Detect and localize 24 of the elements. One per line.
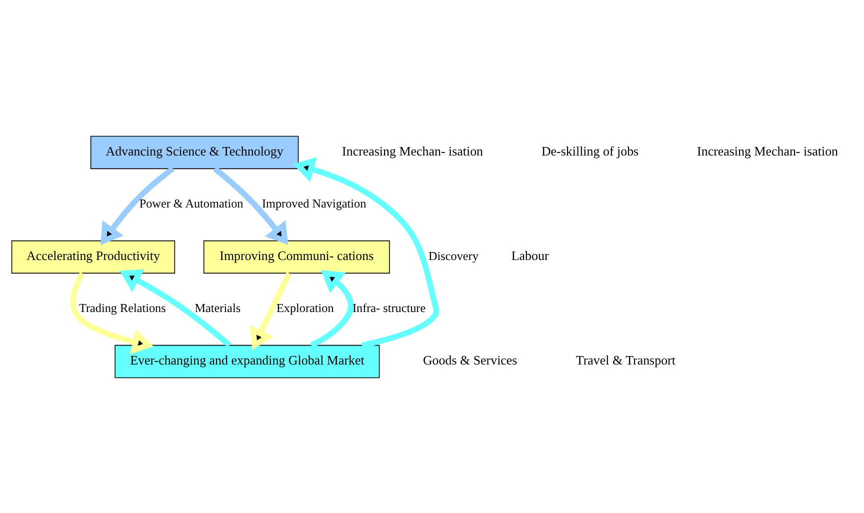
label: De-skilling of jobs <box>541 143 639 158</box>
label: Goods & Services <box>422 352 518 368</box>
arrow <box>70 272 154 354</box>
edge-label: Trading Relations <box>78 300 166 315</box>
edge-label: Discovery <box>428 248 478 262</box>
label: Travel & Transport <box>576 352 676 368</box>
edge-label: Materials <box>194 300 241 315</box>
edge-label: Power & Automation <box>139 196 244 210</box>
arrow <box>120 268 232 347</box>
arrow <box>213 166 288 244</box>
arrow <box>310 270 354 348</box>
arrow <box>293 156 440 348</box>
node-box: Advancing Science & Technology <box>90 135 299 169</box>
node-box: Accelerating Productivity <box>11 240 176 274</box>
edge-label: Improved Navigation <box>262 196 366 210</box>
label: Increasing Mechan- isation <box>342 143 484 158</box>
arrow <box>250 271 292 350</box>
node-box: Improving Communi- cations <box>203 240 390 274</box>
edge-label: Exploration <box>276 300 334 315</box>
arrow <box>100 166 175 245</box>
label: Labour <box>511 248 549 263</box>
label: Increasing Mechan- isation <box>697 143 838 158</box>
edge-label: Infra- structure <box>352 300 426 315</box>
node-box: Ever-changing and expanding Global Market <box>114 344 380 378</box>
